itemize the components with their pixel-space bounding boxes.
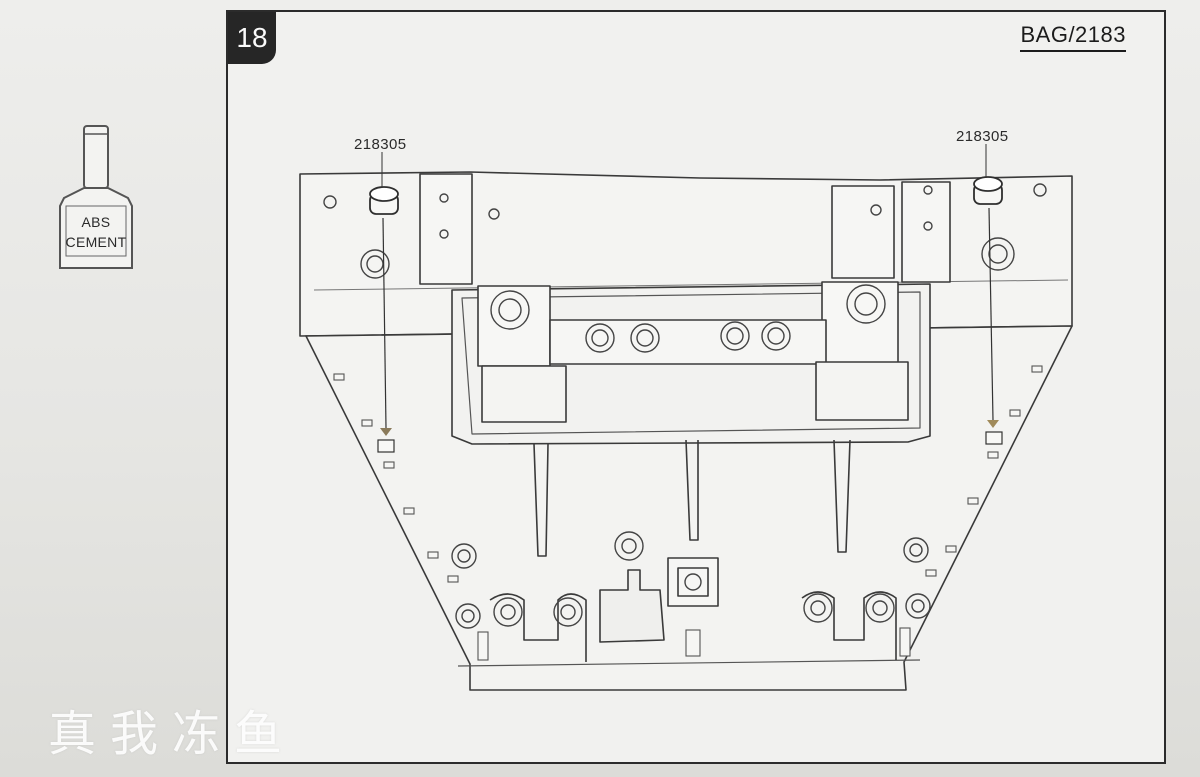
glue-label: ABS CEMENT <box>65 214 127 250</box>
abs-cement-bottle: ABS CEMENT <box>56 122 136 272</box>
step-number: 18 <box>228 12 276 64</box>
glue-bottle-icon <box>59 125 133 269</box>
right-pin <box>973 144 1003 445</box>
left-pin <box>369 152 399 453</box>
bag-number: BAG/2183 <box>1020 22 1126 52</box>
left-part-number: 218305 <box>354 136 407 153</box>
right-part-number: 218305 <box>956 128 1009 145</box>
watermark-text: 真我冻鱼 <box>48 706 297 762</box>
